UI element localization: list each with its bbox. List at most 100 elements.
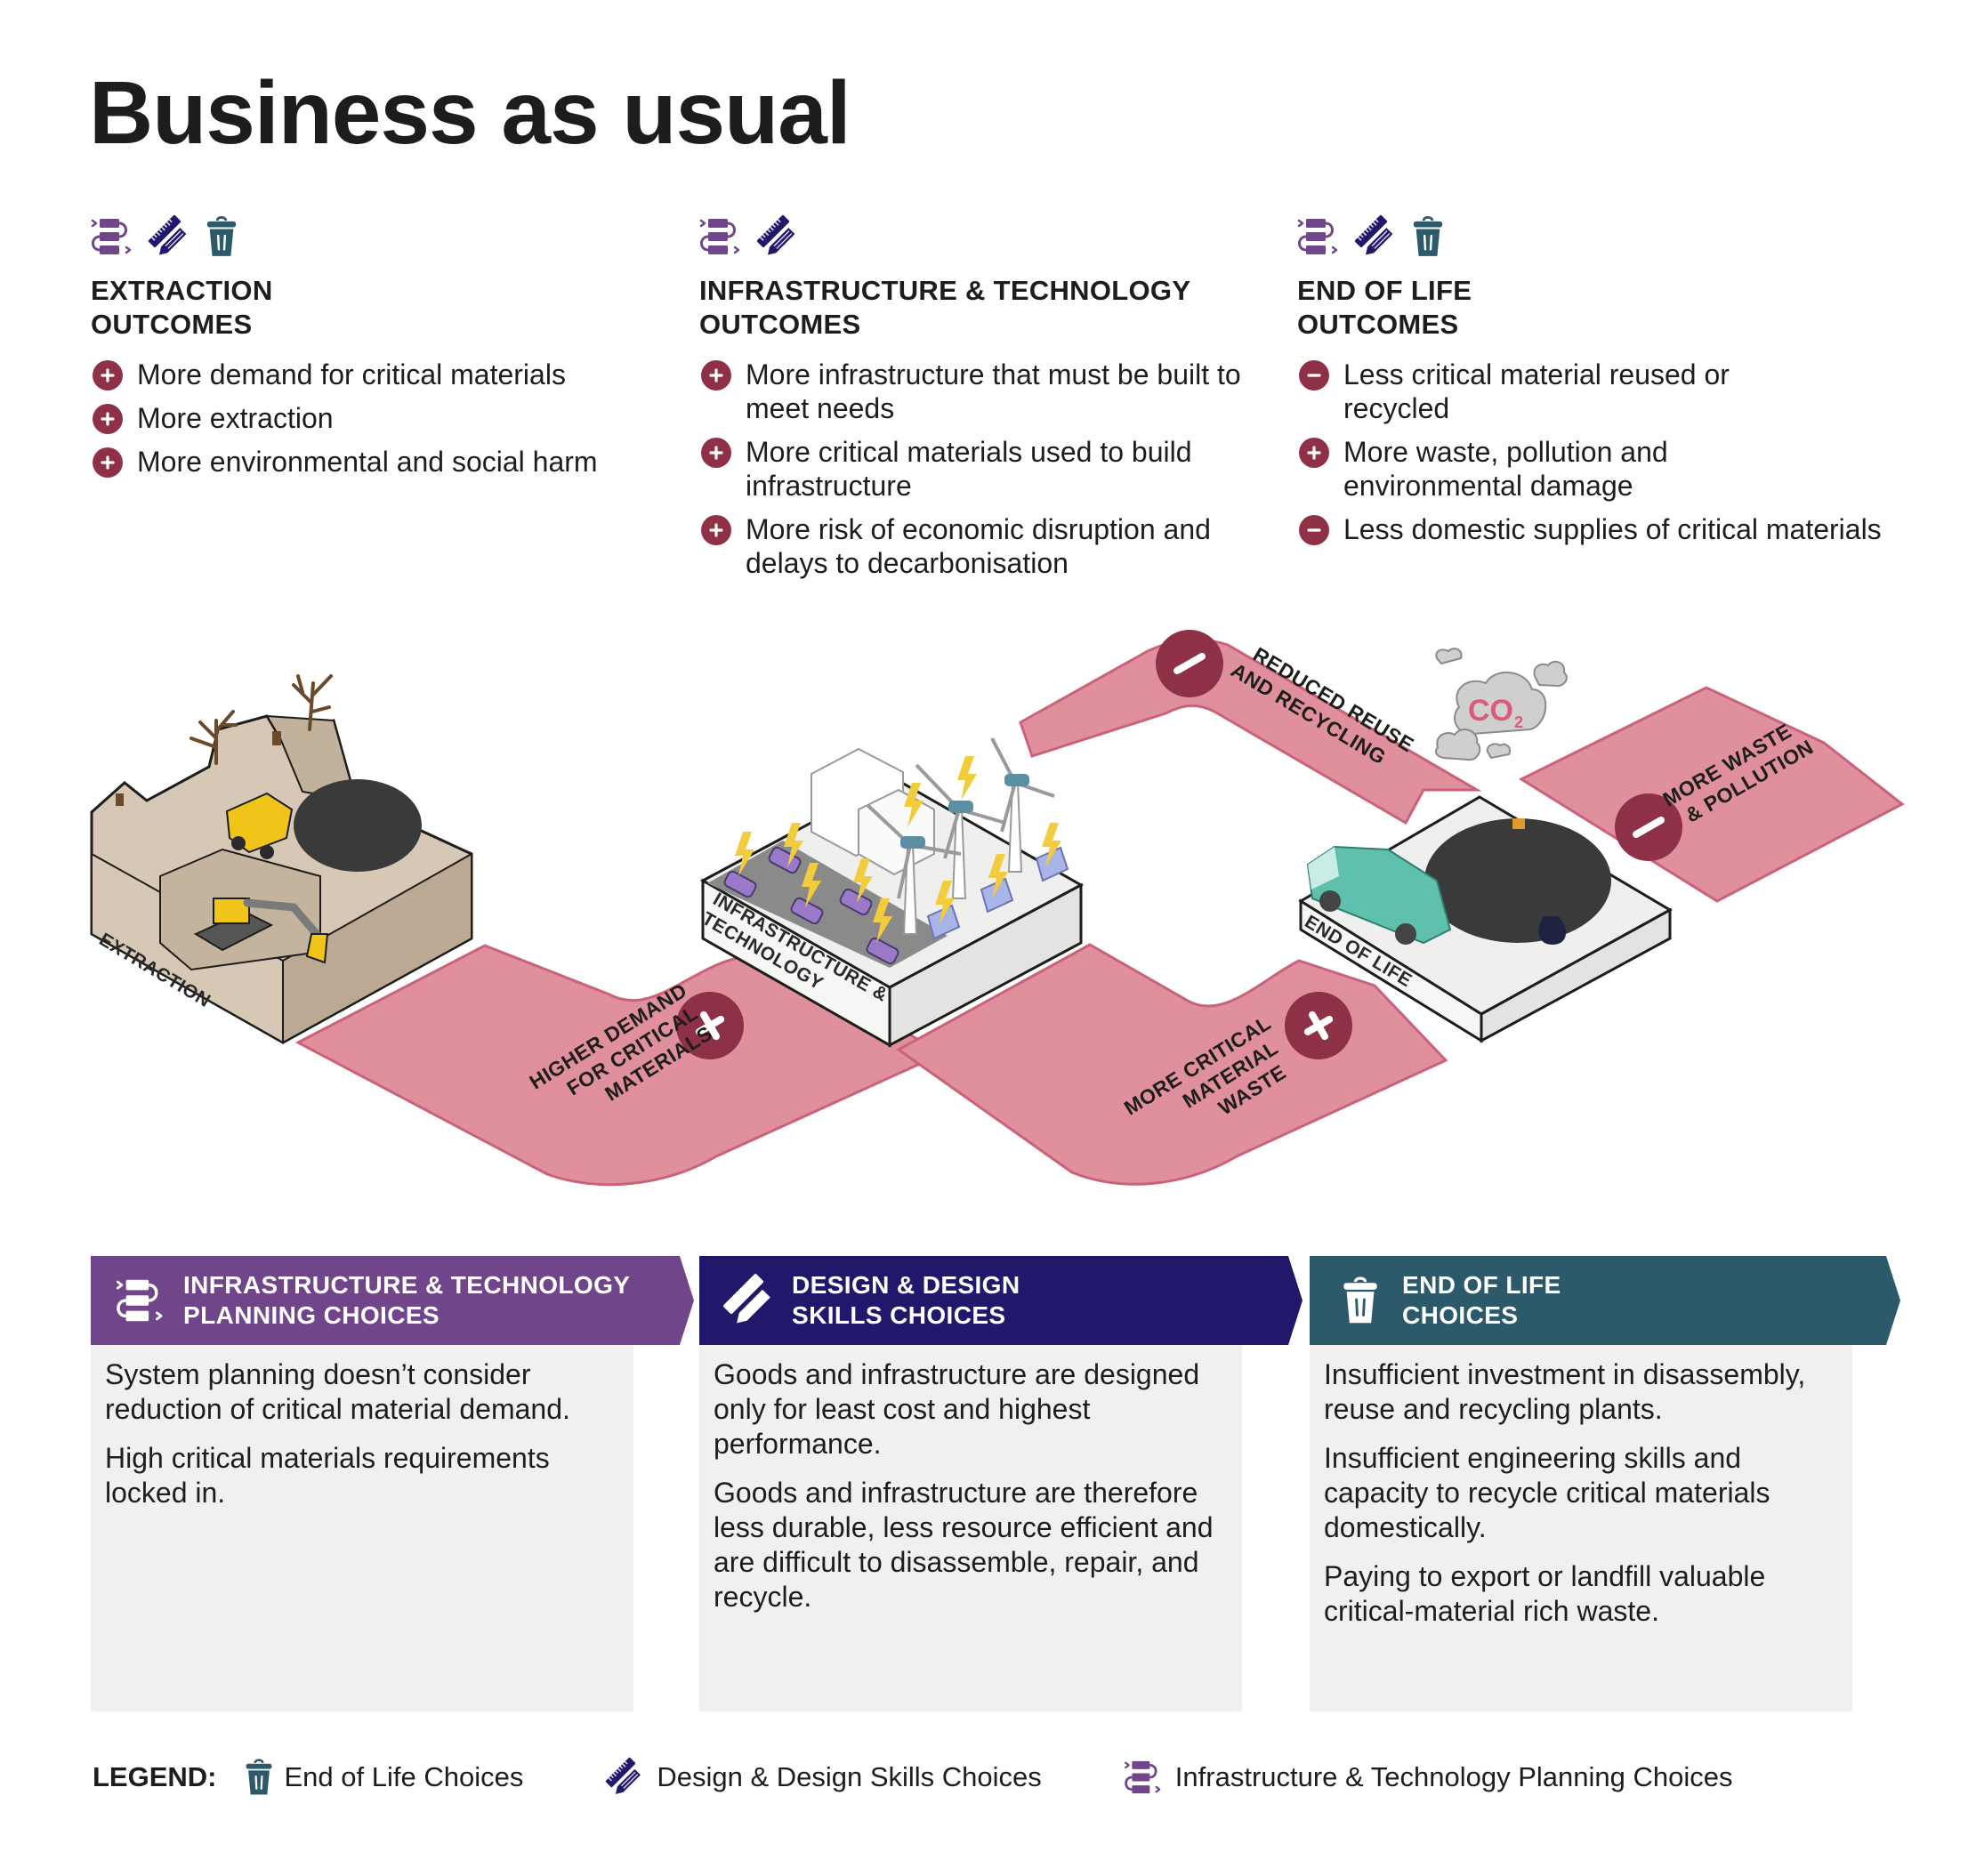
choice-paragraph: Goods and infrastructure are therefore l…	[714, 1477, 1214, 1613]
outcome-item-text: More risk of economic disruption and del…	[746, 513, 1211, 579]
legend-item-infrastructure: Infrastructure & Technology Planning Cho…	[1124, 1759, 1733, 1795]
choice-body: Goods and infrastructure are designed on…	[699, 1345, 1242, 1711]
choice-body: System planning doesn’t consider reducti…	[91, 1345, 633, 1711]
ore-pile	[294, 779, 422, 872]
choice-header: END OF LIFE CHOICES	[1310, 1256, 1915, 1345]
choice-paragraph: High critical materials requirements loc…	[105, 1442, 550, 1509]
choice-paragraph: Insufficient investment in disassembly, …	[1324, 1358, 1806, 1425]
choice-body: Insufficient investment in disassembly, …	[1310, 1345, 1852, 1711]
outcome-list: More infrastructure that must be built t…	[699, 358, 1269, 580]
outcome-item: More extraction	[91, 401, 660, 435]
excavator-icon	[193, 898, 329, 964]
choice-heading-line2: PLANNING CHOICES	[183, 1301, 440, 1329]
minus-icon	[1299, 515, 1329, 545]
infrastructure-technology-outcomes: INFRASTRUCTURE & TECHNOLOGY OUTCOMES Mor…	[699, 213, 1269, 590]
plus-icon	[93, 404, 123, 434]
outcome-item: More critical materials used to build in…	[699, 435, 1244, 503]
page-title: Business as usual	[89, 63, 851, 163]
electric-car-icon	[723, 846, 899, 965]
choice-header: INFRASTRUCTURE & TECHNOLOGY PLANNING CHO…	[91, 1256, 696, 1345]
legend-item-design: Design & Design Skills Choices	[605, 1757, 1042, 1798]
co2-label: CO	[1468, 694, 1513, 728]
extraction-block: EXTRACTION	[90, 674, 473, 1044]
lifecycle-illustration-svg: HIGHER DEMAND FOR CRITICAL MATERIALS MOR…	[90, 630, 1905, 1187]
choice-header: DESIGN & DESIGN SKILLS CHOICES	[699, 1256, 1304, 1345]
outcome-item: More demand for critical materials	[91, 358, 660, 391]
trash-bin-icon	[1411, 215, 1445, 258]
ribbon-more-waste-pollution: MORE WASTE & POLLUTION	[1518, 686, 1905, 903]
dead-tree-icon	[190, 674, 333, 765]
legend-item-label: Infrastructure & Technology Planning Cho…	[1174, 1761, 1733, 1792]
road	[707, 841, 948, 968]
choice-heading-line2: SKILLS CHOICES	[792, 1301, 1006, 1329]
extraction-outcomes: EXTRACTION OUTCOMES More demand for crit…	[91, 213, 660, 488]
outcome-icon-row	[91, 213, 660, 260]
lifecycle-illustration: HIGHER DEMAND FOR CRITICAL MATERIALS MOR…	[0, 614, 1976, 1201]
design-skills-choices: DESIGN & DESIGN SKILLS CHOICES Goods and…	[699, 1256, 1304, 1711]
choice-heading-line2: CHOICES	[1402, 1301, 1519, 1329]
outcome-item: Less domestic supplies of critical mater…	[1297, 512, 1895, 546]
co2-cloud-icon: CO 2	[1435, 648, 1568, 761]
trash-bin-icon	[244, 1758, 274, 1797]
outcome-list: More demand for critical materials More …	[91, 358, 660, 479]
end-of-life-choices: END OF LIFE CHOICES Insufficient investm…	[1310, 1256, 1915, 1711]
design-ruler-pencil-icon	[756, 214, 801, 259]
outcome-item: More waste, pollution and environmental …	[1297, 435, 1806, 503]
outcome-heading-line2: OUTCOMES	[699, 309, 861, 340]
design-ruler-pencil-icon	[1354, 214, 1399, 259]
lightning-bolt-icon	[735, 756, 1061, 943]
choice-paragraph: Insufficient engineering skills and capa…	[1324, 1442, 1770, 1543]
dump-truck-icon	[225, 792, 294, 859]
choice-paragraph: Paying to export or landfill valuable cr…	[1324, 1560, 1766, 1627]
outcome-list: Less critical material reused or recycle…	[1297, 358, 1884, 546]
minus-icon	[1299, 360, 1329, 390]
outcome-item-text: More extraction	[137, 402, 334, 434]
trash-bin-icon	[1329, 1269, 1391, 1332]
outcome-heading: EXTRACTION OUTCOMES	[91, 274, 660, 342]
choice-paragraph: System planning doesn’t consider reducti…	[105, 1358, 570, 1425]
outcome-heading-line1: INFRASTRUCTURE & TECHNOLOGY	[699, 275, 1191, 306]
outcome-heading-line1: END OF LIFE	[1297, 275, 1472, 306]
ribbon-more-critical-material-waste: MORE CRITICAL MATERIAL WASTE	[896, 943, 1448, 1186]
plus-icon	[701, 515, 731, 545]
outcome-item-text: Less critical material reused or recycle…	[1343, 358, 1730, 424]
outcome-item: More infrastructure that must be built t…	[699, 358, 1270, 425]
infrastructure-planning-icon	[1124, 1759, 1165, 1795]
outcome-item: Less critical material reused or recycle…	[1297, 358, 1842, 425]
solar-panel-icon	[926, 846, 1069, 940]
outcome-item: More risk of economic disruption and del…	[699, 512, 1279, 580]
outcome-heading: END OF LIFE OUTCOMES	[1297, 274, 1884, 342]
ribbon-higher-demand: HIGHER DEMAND FOR CRITICAL MATERIALS	[294, 944, 945, 1187]
outcome-item-text: More environmental and social harm	[137, 446, 598, 478]
outcome-heading-line2: OUTCOMES	[91, 309, 253, 340]
choice-heading-line1: DESIGN & DESIGN	[792, 1271, 1020, 1299]
outcome-item-text: More waste, pollution and environmental …	[1343, 436, 1668, 502]
co2-subscript: 2	[1514, 713, 1523, 731]
legend-item-end-of-life: End of Life Choices	[244, 1758, 524, 1797]
choice-heading-line1: END OF LIFE	[1402, 1271, 1561, 1299]
outcome-item-text: More critical materials used to build in…	[746, 436, 1192, 502]
outcome-item-text: More demand for critical materials	[137, 358, 566, 390]
outcome-heading: INFRASTRUCTURE & TECHNOLOGY OUTCOMES	[699, 274, 1269, 342]
infrastructure-planning-choices: INFRASTRUCTURE & TECHNOLOGY PLANNING CHO…	[91, 1256, 696, 1711]
design-ruler-pencil-icon	[605, 1757, 646, 1798]
end-of-life-outcomes: END OF LIFE OUTCOMES Less critical mater…	[1297, 213, 1884, 556]
design-ruler-pencil-icon	[148, 214, 192, 259]
trash-bin-icon	[205, 215, 238, 258]
legend-title: LEGEND:	[93, 1761, 217, 1792]
legend-item-label: End of Life Choices	[284, 1761, 524, 1792]
outcome-item-text: More infrastructure that must be built t…	[746, 358, 1241, 424]
garbage-bag-icon	[1538, 916, 1567, 945]
choice-heading-line1: INFRASTRUCTURE & TECHNOLOGY	[183, 1271, 631, 1299]
outcome-icon-row	[699, 213, 1269, 260]
end-of-life-block: CO 2 END OF LIFE	[1298, 648, 1674, 1043]
legend-item-label: Design & Design Skills Choices	[657, 1761, 1042, 1792]
outcome-heading-line2: OUTCOMES	[1297, 309, 1459, 340]
plus-icon	[93, 360, 123, 390]
infrastructure-block: INFRASTRUCTURE & TECHNOLOGY	[698, 737, 1085, 1048]
legend: LEGEND: End of Life Choices Design & Des…	[93, 1757, 1814, 1798]
choice-paragraph: Goods and infrastructure are designed on…	[714, 1358, 1200, 1460]
outcome-heading-line1: EXTRACTION	[91, 275, 273, 306]
plus-icon	[1299, 438, 1329, 468]
outcome-item-text: Less domestic supplies of critical mater…	[1343, 513, 1882, 545]
